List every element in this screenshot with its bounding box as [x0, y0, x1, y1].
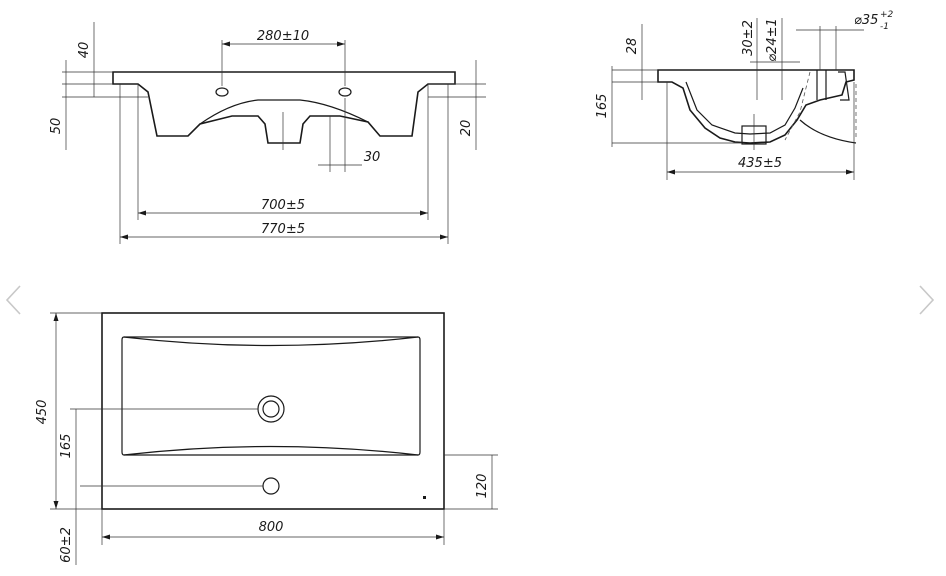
dim-hole-spacing: 280±10 — [257, 29, 309, 44]
dim-offset: 20 — [459, 120, 474, 137]
dim-top-depth: 450 — [35, 400, 50, 425]
chevron-right-icon — [919, 285, 935, 315]
dim-height: 50 — [49, 118, 64, 135]
dim-width: 800 — [259, 520, 284, 535]
next-image-button[interactable] — [916, 283, 936, 317]
dim-drain-offset: 30±2 — [741, 20, 756, 56]
dim-total-height: 165 — [595, 94, 610, 119]
dim-drain-diameter: ⌀24±1 — [765, 18, 780, 62]
prev-image-button[interactable] — [4, 283, 24, 317]
dim-bottom: 60±2 — [59, 527, 74, 563]
top-view: 450 165 120 800 60±2 — [35, 312, 498, 565]
dim-inner-width: 700±5 — [261, 198, 305, 213]
chevron-left-icon — [5, 285, 21, 315]
side-view: 28 165 30±2 ⌀24±1 ⌀35 +2 -1 435±5 — [595, 10, 894, 180]
dim-depth: 435±5 — [738, 156, 782, 171]
dim-hole-tol-upper: +2 — [880, 10, 894, 20]
dim-rim: 28 — [625, 38, 640, 55]
dim-small: 30 — [364, 150, 381, 165]
dim-tap-from-front: 120 — [475, 474, 490, 499]
dim-outer-width: 770±5 — [261, 222, 305, 237]
dim-hole-tol-lower: -1 — [880, 22, 889, 32]
front-view: 280±10 40 50 20 30 700±5 — [49, 22, 486, 244]
dim-drain-from-back: 165 — [59, 434, 74, 459]
dim-hole-diameter: ⌀35 — [854, 13, 878, 28]
dim-rim-thickness: 40 — [77, 42, 92, 59]
